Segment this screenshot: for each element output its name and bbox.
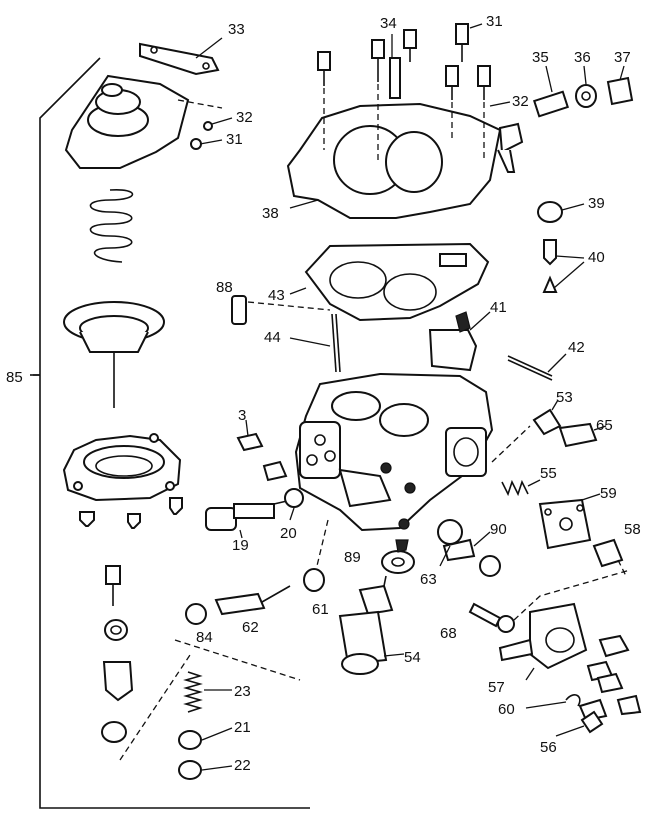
- callout-31a: 31: [226, 131, 243, 148]
- assembly-85-bracket: [30, 57, 310, 809]
- callout-56: 56: [540, 739, 557, 756]
- spring-55: [501, 479, 541, 497]
- callout-68: 68: [440, 625, 457, 642]
- callout-88: 88: [216, 279, 233, 296]
- callout-32a: 32: [236, 109, 253, 126]
- callout-43: 43: [268, 287, 285, 304]
- callout-59: 59: [600, 485, 617, 502]
- choke-cover: [64, 74, 233, 169]
- callout-58: 58: [624, 521, 641, 538]
- jet-parts-35-36-37: [533, 65, 634, 118]
- top-screws: [317, 23, 511, 107]
- callout-22: 22: [234, 757, 251, 774]
- callout-19: 19: [232, 537, 249, 554]
- part-58: [592, 538, 627, 577]
- body-fittings: [236, 419, 288, 482]
- callout-62: 62: [242, 619, 259, 636]
- part-61: [303, 519, 329, 592]
- cover-59: [538, 493, 601, 550]
- part-89: [381, 539, 415, 574]
- callout-33: 33: [228, 21, 245, 38]
- air-horn-38: [286, 84, 524, 219]
- callout-55: 55: [540, 465, 557, 482]
- callout-57: 57: [488, 679, 505, 696]
- callout-23: 23: [234, 683, 251, 700]
- callout-41: 41: [490, 299, 507, 316]
- callout-21: 21: [234, 719, 251, 736]
- callout-36: 36: [574, 49, 591, 66]
- callout-63: 63: [420, 571, 437, 588]
- callouts: 33 32 31 34 31 35 36 37 32 38 39 40 88 4…: [6, 13, 641, 774]
- callout-3: 3: [238, 407, 246, 424]
- diaphragm-housing: [62, 433, 182, 502]
- callout-37: 37: [614, 49, 631, 66]
- callout-90: 90: [490, 521, 507, 538]
- part-68: [468, 602, 515, 633]
- callout-32b: 32: [512, 93, 529, 110]
- callout-20: 20: [280, 525, 297, 542]
- part-41-42: [428, 311, 567, 381]
- gasket-33: [139, 37, 223, 76]
- part-90-63: [437, 519, 501, 577]
- spring-23-group: [119, 654, 233, 780]
- callout-53: 53: [556, 389, 573, 406]
- callout-42: 42: [568, 339, 585, 356]
- diaphragm: [63, 301, 165, 408]
- part-53-65: [491, 399, 607, 463]
- callout-85: 85: [6, 369, 23, 386]
- callout-84: 84: [196, 629, 213, 646]
- part-84-62: [185, 585, 291, 625]
- gasket-43: [247, 242, 490, 322]
- callout-34: 34: [380, 15, 397, 32]
- callout-61: 61: [312, 601, 329, 618]
- callout-35: 35: [532, 49, 549, 66]
- part-88-44: [231, 295, 341, 373]
- callout-60: 60: [498, 701, 515, 718]
- callout-44: 44: [264, 329, 281, 346]
- spring-coil: [89, 189, 134, 263]
- callout-65: 65: [596, 417, 613, 434]
- part-39-40: [537, 201, 585, 293]
- callout-54: 54: [404, 649, 421, 666]
- housing-screws: [79, 497, 183, 529]
- callout-31b: 31: [486, 13, 503, 30]
- pump-57: [498, 569, 631, 681]
- left-small-parts: [101, 565, 134, 743]
- callout-89: 89: [344, 549, 361, 566]
- screws-56-60: [525, 634, 642, 737]
- main-body: [294, 372, 494, 532]
- part-19-20: [205, 488, 304, 539]
- callout-39: 39: [588, 195, 605, 212]
- callout-40: 40: [588, 249, 605, 266]
- solenoid-54: [338, 575, 405, 675]
- callout-38: 38: [262, 205, 279, 222]
